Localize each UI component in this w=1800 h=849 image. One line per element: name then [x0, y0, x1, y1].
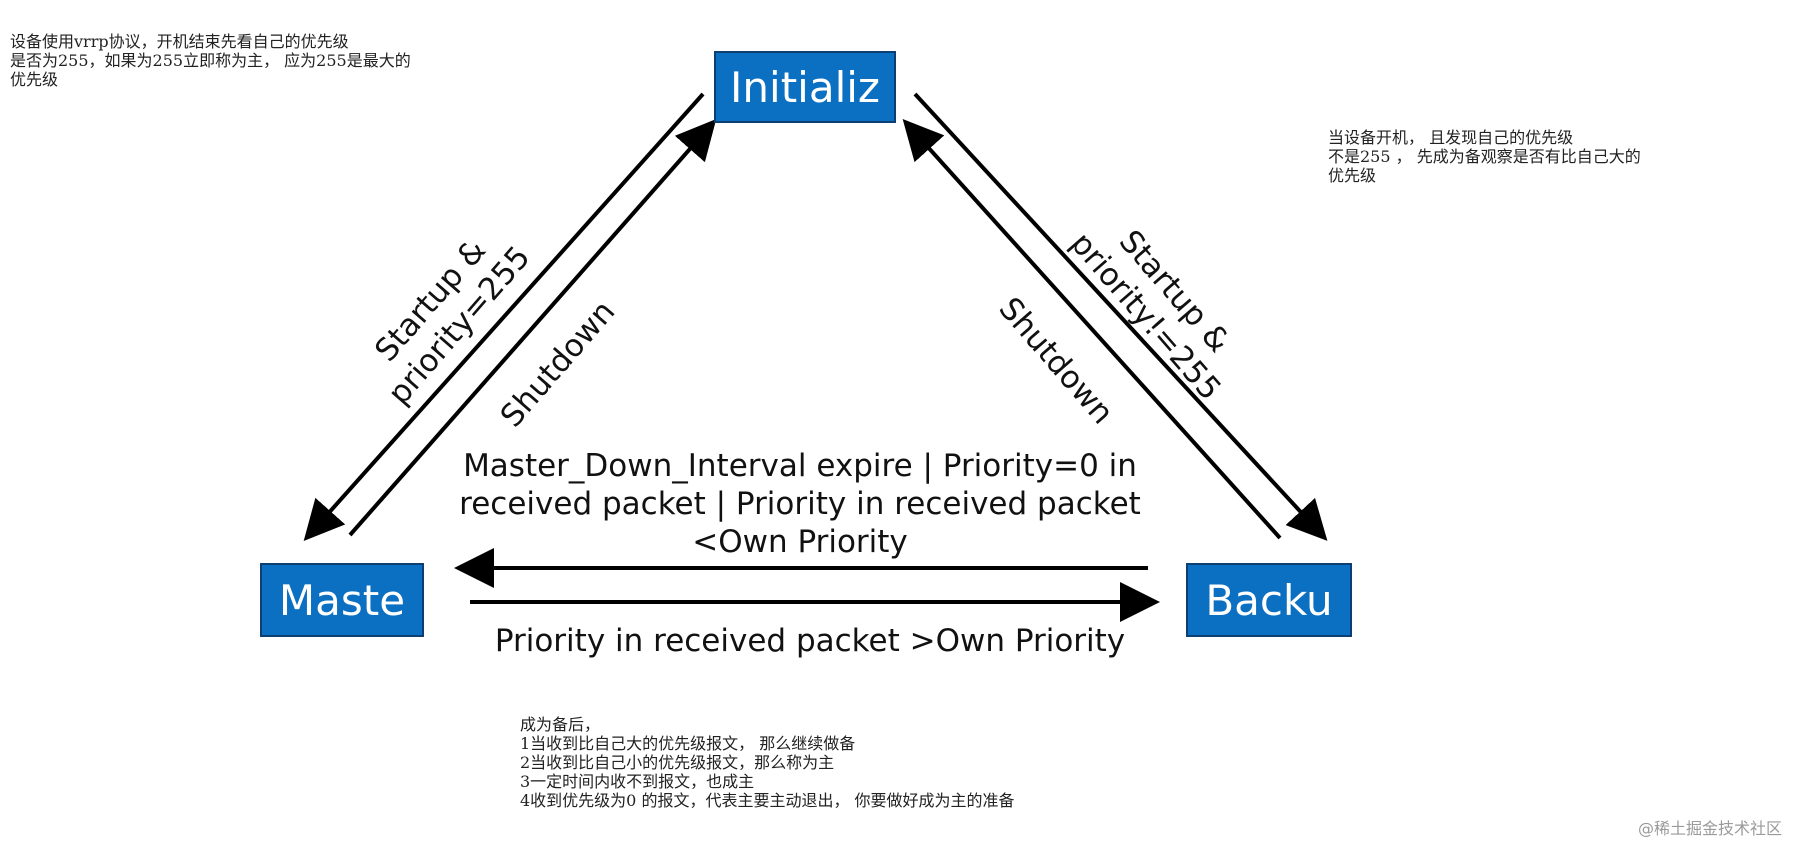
arrow-backup-to-init	[902, 119, 1282, 540]
note-top-left: 设备使用vrrp协议，开机结束先看自己的优先级 是否为255，如果为255立即称…	[10, 32, 411, 89]
note-bottom: 成为备后， 1当收到比自己大的优先级报文， 那么继续做备 2当收到比自己小的优先…	[520, 715, 1015, 810]
note-top-right: 当设备开机， 且发现自己的优先级 不是255 ， 先成为备观察是否有比自己大的 …	[1328, 128, 1641, 185]
label-master-to-backup: Priority in received packet >Own Priorit…	[494, 623, 1126, 659]
state-master: Maste	[260, 563, 424, 637]
state-initialize: Initializ	[714, 51, 896, 123]
arrow-init-to-backup	[913, 92, 1328, 541]
arrow-init-to-master	[303, 92, 705, 541]
arrow-master-to-init	[348, 118, 717, 537]
state-backup: Backu	[1186, 563, 1352, 637]
label-backup-to-master: Master_Down_Interval expire | Priority=0…	[459, 448, 1141, 560]
watermark: @稀土掘金技术社区	[1637, 819, 1782, 838]
